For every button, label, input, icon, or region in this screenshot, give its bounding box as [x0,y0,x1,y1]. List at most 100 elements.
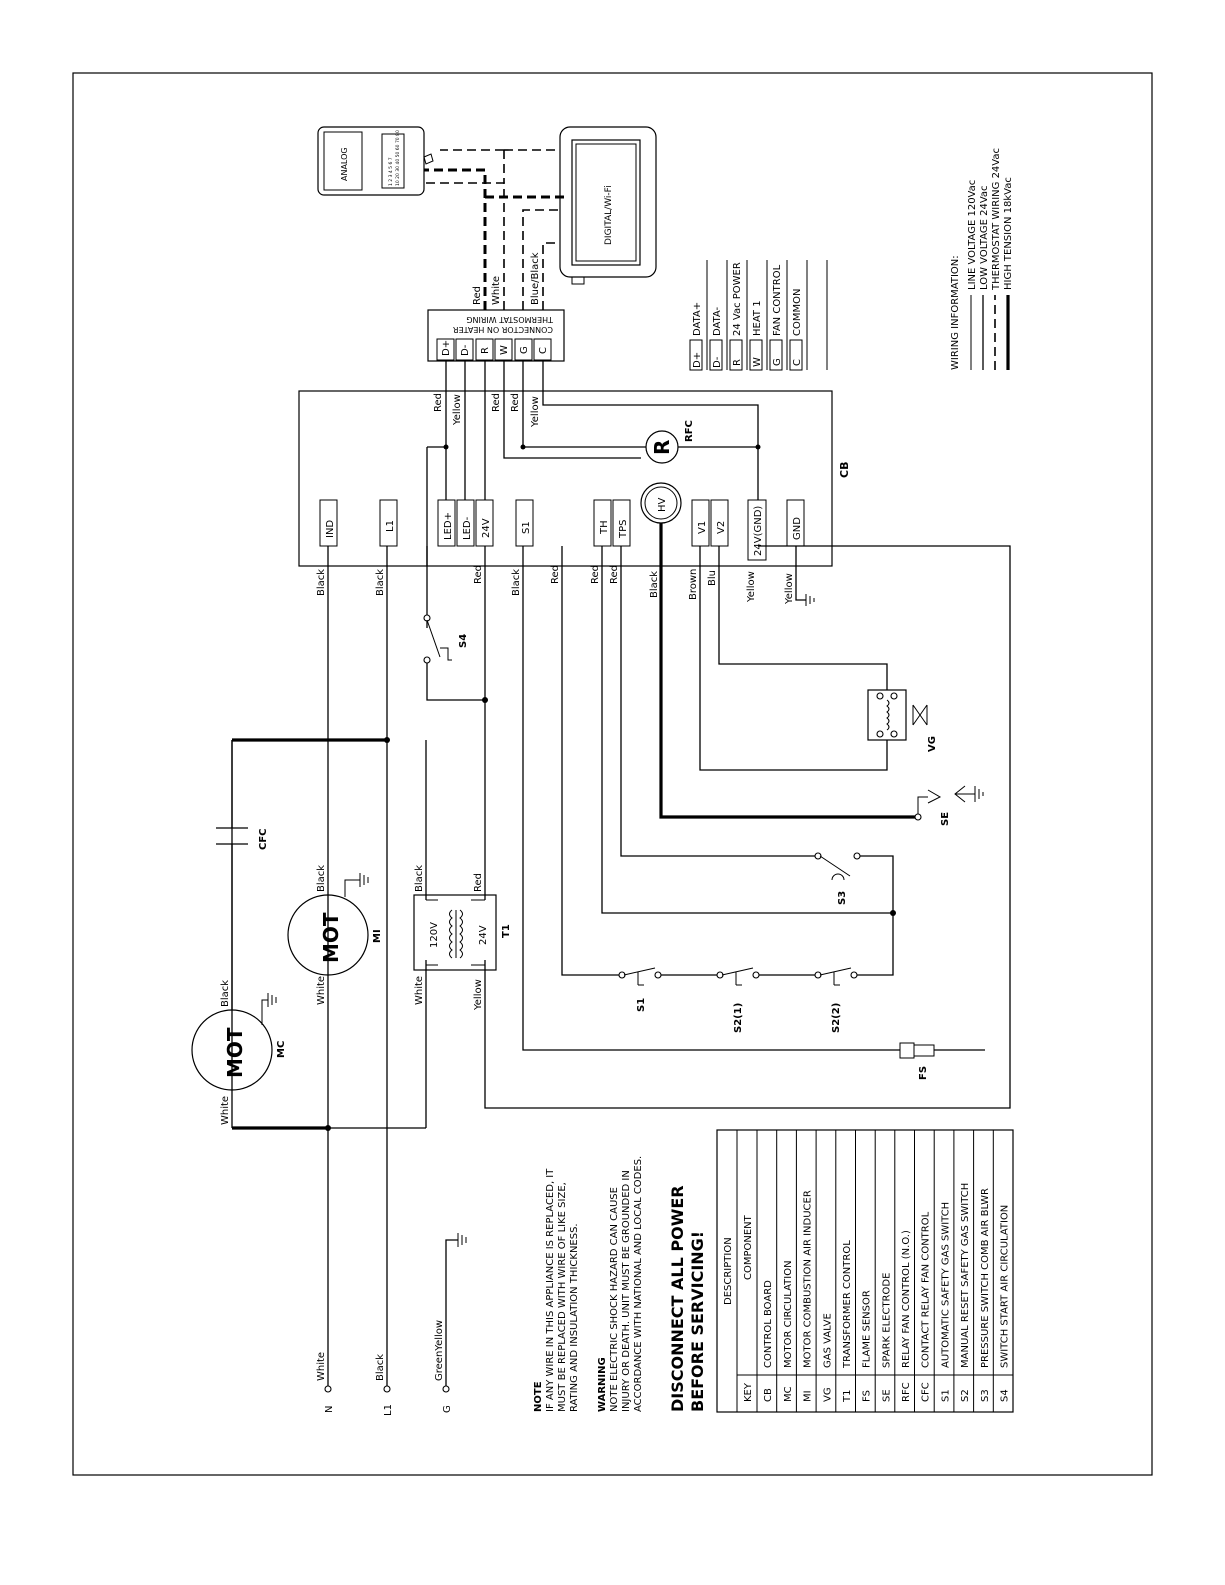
motor-mi: MOT MI [287,873,383,976]
note-line-2: MUST BE REPLACED WITH WIRE OF LIKE SIZE, [557,1182,568,1412]
capacitor-cfc: CFC [216,740,269,1010]
terminal-s1-label: S1 [521,521,532,534]
switch-s4: S4 [423,614,469,664]
capacitor-cfc-label: CFC [258,828,269,850]
connector-title-2: CONNECTOR ON HEATER [453,325,553,334]
motor-mc: MOT MC [191,993,287,1091]
switch-s2-1: S2(1) [716,967,760,1033]
wire-label-b-yellow1: Yellow [746,571,757,603]
wire-label-t1-red: Red [473,873,484,892]
table-row-component: CONTROL BOARD [763,1280,774,1368]
power-inputs: N L1 G White Black GreenYellow [316,1233,467,1416]
switch-s1-label: S1 [636,998,647,1012]
motor-mi-mot: MOT [319,912,343,963]
terminal-led-minus-label: LED- [462,516,473,540]
wire-label-top-yellow2: Yellow [530,396,541,428]
disconnect-line-1: DISCONNECT ALL POWER [668,1185,687,1412]
terminal-gnd-label: GND [792,517,803,540]
note-title: NOTE [533,1381,544,1412]
analog-thermostat: ANALOG 1 2 3 4 5 6 7 10 20 30 40 50 60 7… [317,126,434,196]
legend-key-dminus: D- [712,356,723,368]
table-row-component: FLAME SENSOR [862,1290,873,1368]
wire-label-t1-white: White [414,976,425,1005]
flame-sensor: FS [899,1042,985,1080]
table-row-component: AUTOMATIC SAFETY GAS SWITCH [940,1202,951,1368]
table-row-component: SPARK ELECTRODE [881,1273,892,1368]
wire-label-b-red3: Red [590,565,601,584]
wire-label-mi-white: White [316,976,327,1005]
connector-pin-w: W [499,345,510,355]
power-input-l1: L1 [383,1404,394,1416]
table-row-key: MC [783,1386,794,1402]
table-row-component: PRESSURE SWITCH COMB AIR BLWR [980,1188,991,1368]
connector-pin-c: C [538,347,549,354]
control-board [298,390,833,567]
wire-label-top-red3: Red [510,393,521,412]
legend-desc-dminus: DATA- [712,306,723,336]
wire-label-b-red1: Red [473,565,484,584]
flame-sensor-label: FS [918,1066,929,1080]
switch-s3: S3 [814,852,861,905]
table-col-component: COMPONENT [743,1214,754,1280]
legend-desc-r: 24 Vac POWER [732,262,743,336]
rfc-relay-label: RFC [684,420,695,442]
wiring-info-line: LINE VOLTAGE 120Vac [967,180,978,290]
legend-key-c: C [792,359,803,366]
table-row-key: S1 [940,1389,951,1402]
terminal-24v-label: 24V [481,518,492,538]
wire-label-t1-black: Black [414,865,425,892]
wire-label-n-white: White [316,1352,327,1381]
motor-mc-label: MC [276,1041,287,1058]
terminal-l1-label: L1 [385,520,396,532]
wire-label-b-blu: Blu [707,570,718,586]
power-input-n: N [324,1406,335,1413]
table-row-component: TRANSFORMER CONTROL [842,1240,853,1369]
transformer-label: T1 [501,924,512,938]
connector-pins: D+ D- R W G C [436,338,552,361]
table-row-key: FS [862,1390,873,1402]
table-row-key: S2 [960,1389,971,1402]
wire-label-b-black1: Black [316,569,327,596]
warning-title: WARNING [597,1357,608,1412]
thermostat-connector [427,309,565,362]
legend-key-w: W [752,357,763,367]
diagram-frame [72,72,1153,1476]
switch-s4-label: S4 [458,634,469,648]
table-row-key: VG [822,1387,833,1402]
table-row-key: S4 [1000,1389,1011,1402]
table-row-component: MANUAL RESET SAFETY GAS SWITCH [960,1183,971,1368]
wire-label-g-greenyellow: GreenYellow [434,1320,445,1381]
table-row-component: MOTOR COMBUSTION AIR INDUCER [803,1190,814,1368]
table-row-key: MI [803,1390,814,1402]
switch-s2-1-label: S2(1) [733,1003,744,1033]
thermostat-wiring [424,149,567,310]
terminal-s1 [515,499,534,547]
legend-key-dplus: D+ [692,352,703,368]
terminal-th-label: TH [599,520,610,535]
wire-label-mc-black: Black [220,980,231,1007]
wiring-info-legend: WIRING INFORMATION: LINE VOLTAGE 120Vac … [950,148,1014,370]
digital-thermostat-label: DIGITAL/Wi-Fi [604,185,614,245]
legend-desc-g: FAN CONTROL [772,264,783,336]
disconnect-line-2: BEFORE SERVICING! [688,1231,707,1412]
table-row-component: CONTACT RELAY FAN CONTROL [921,1211,932,1368]
table-row-component: GAS VALVE [822,1313,833,1368]
terminal-24v-gnd-label: 24V(GND) [753,506,764,556]
hv-terminal-inner [644,486,678,520]
warning-line-2: INJURY OR DEATH. UNIT MUST BE GROUNDED I… [621,1170,632,1412]
terminal-tps-label: TPS [618,520,629,540]
table-row-key: T1 [842,1390,853,1403]
table-row-key: CFC [921,1382,932,1402]
wire-label-top-red1: Red [433,393,444,412]
connector-pin-dminus: D- [460,344,471,356]
gas-valve: VG [867,689,938,752]
terminal-ind-label: IND [325,520,336,538]
wire-label-therm-blueblack: Blue/Black [530,252,541,305]
switch-s1: S1 [618,967,662,1012]
wire-label-l1-black: Black [375,1354,386,1381]
wiring-info-high: HIGH TENSION 18kVac [1003,177,1014,290]
note-line-1: IF ANY WIRE IN THIS APPLIANCE IS REPLACE… [545,1168,556,1412]
connector-title-1: THERMOSTAT WIRING [466,315,554,324]
spark-electrode: SE [927,785,984,826]
